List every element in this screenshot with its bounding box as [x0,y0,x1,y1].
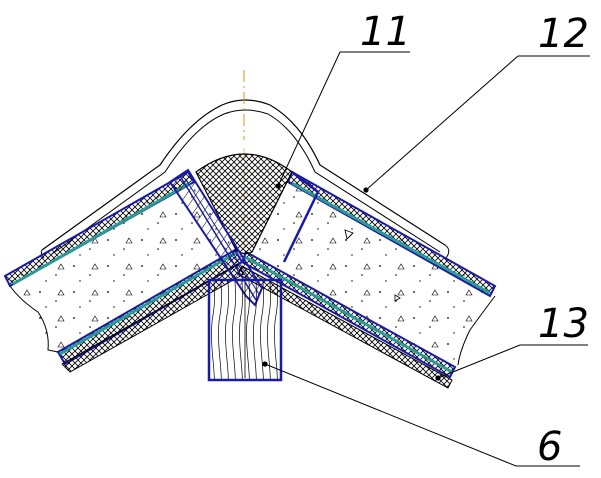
leader-12 [363,55,590,193]
timber-purlin [207,278,283,382]
callout-13: 13 [538,301,589,347]
leader-6 [262,361,580,467]
ridge-cap-flashing [40,99,450,259]
right-sandwich-panel [237,170,497,389]
left-sandwich-panel [3,170,245,373]
callout-6: 6 [537,424,562,470]
callout-11: 11 [360,9,411,55]
leader-11 [275,51,410,189]
callout-12: 12 [538,11,589,57]
leader-13 [435,344,588,381]
right-panel-end [282,171,320,263]
